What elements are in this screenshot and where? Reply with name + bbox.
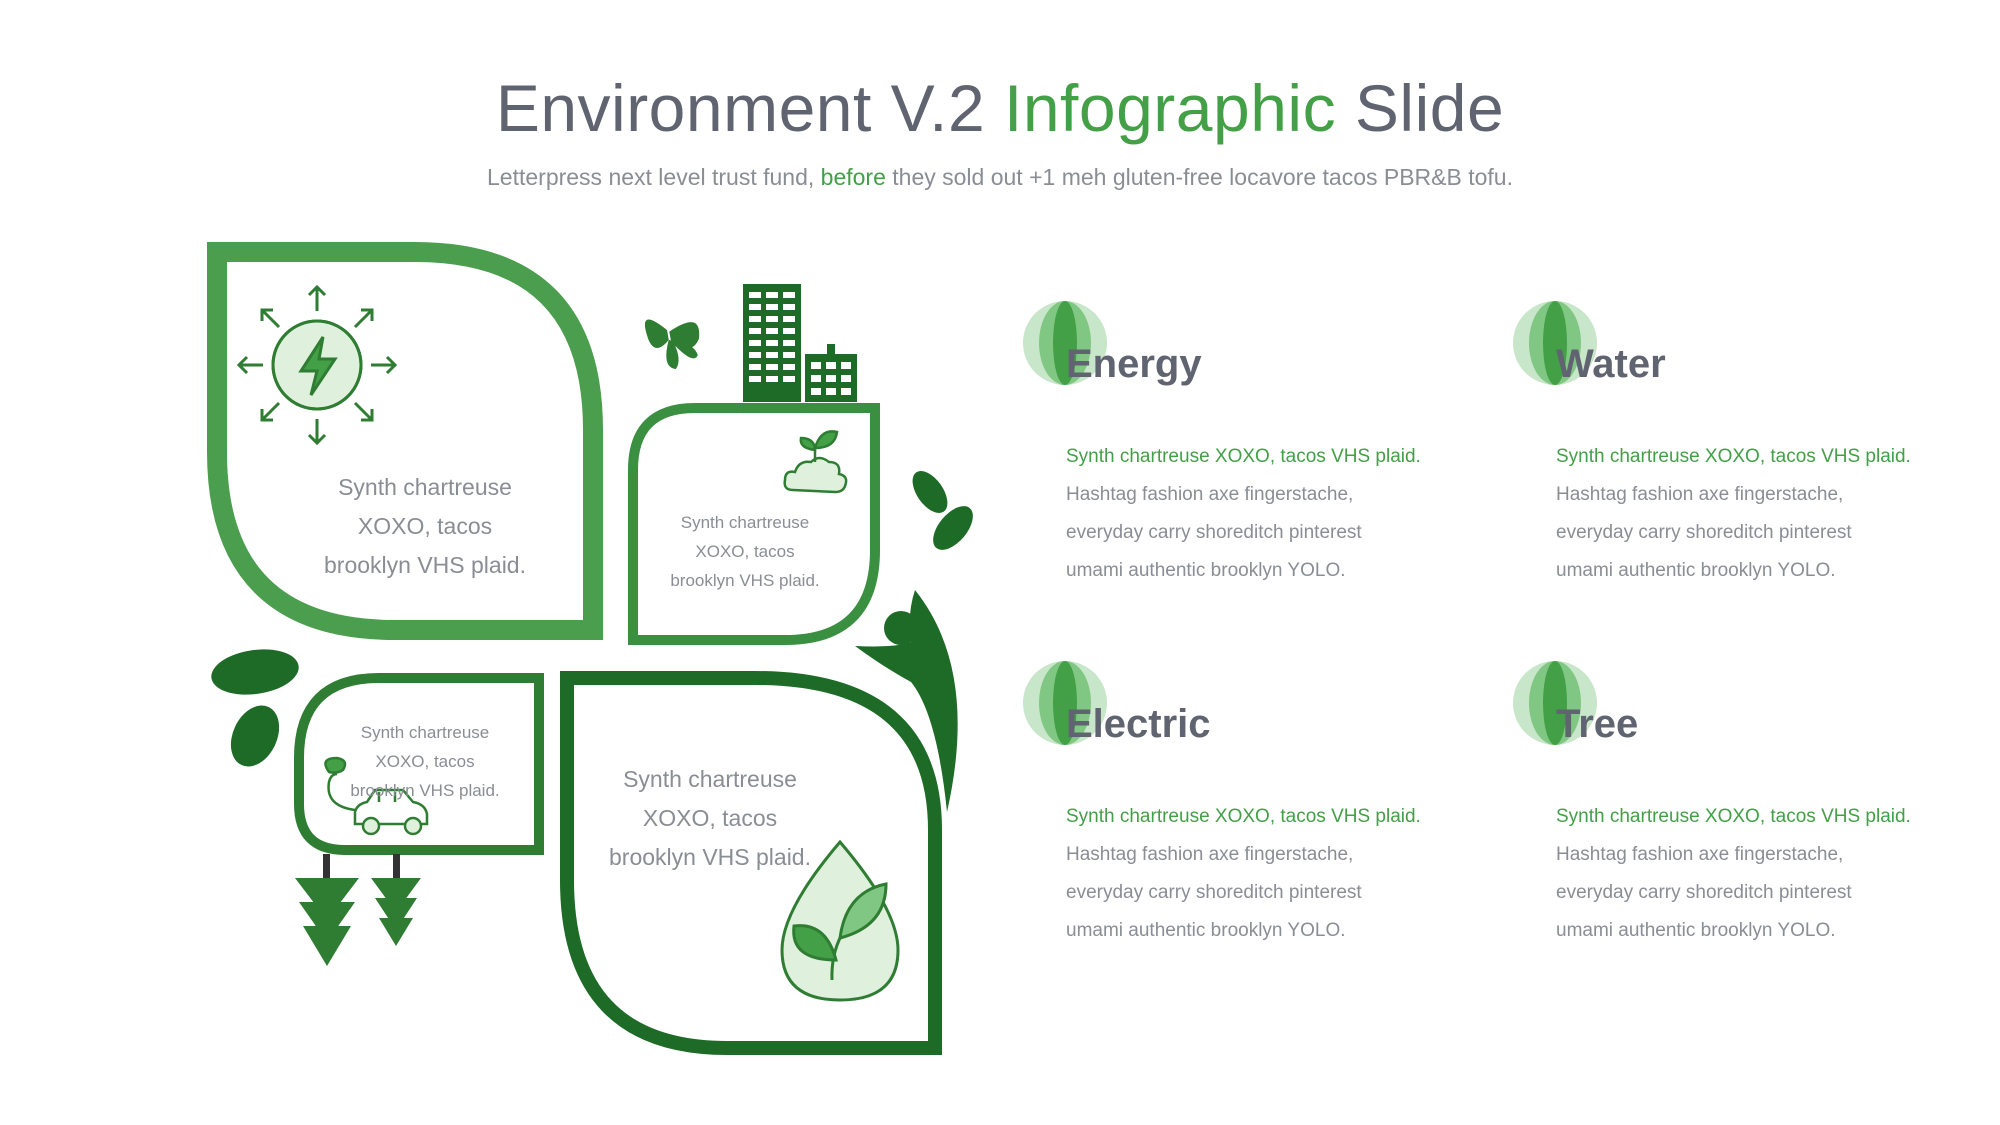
energy-bolt-icon — [236, 284, 398, 446]
feature-description: Synth chartreuse XOXO, tacos VHS plaid. … — [1556, 438, 1911, 590]
feature-line: everyday carry shoreditch pinterest — [1066, 882, 1362, 903]
feature-line: Hashtag fashion axe fingerstache, — [1556, 844, 1844, 865]
feature-description: Synth chartreuse XOXO, tacos VHS plaid. … — [1066, 798, 1421, 950]
feature-title: Water — [1556, 342, 1666, 386]
feature-title: Energy — [1066, 342, 1202, 386]
leaf-text-line: Synth chartreuse — [680, 513, 810, 532]
feature-line: everyday carry shoreditch pinterest — [1556, 882, 1852, 903]
feature-title: Tree — [1556, 702, 1639, 746]
feature-highlight: Synth chartreuse XOXO, tacos VHS plaid. — [1556, 446, 1911, 467]
pine-trees-icon — [295, 854, 421, 966]
feature-description: Synth chartreuse XOXO, tacos VHS plaid. … — [1066, 438, 1421, 590]
floating-leaf-icon — [933, 506, 973, 550]
floating-leaf-icon — [211, 649, 299, 695]
leaf-text-line: Synth chartreuse — [338, 474, 512, 500]
feature-line: everyday carry shoreditch pinterest — [1556, 522, 1852, 543]
feature-highlight: Synth chartreuse XOXO, tacos VHS plaid. — [1066, 806, 1421, 827]
feature-line: umami authentic brooklyn YOLO. — [1556, 560, 1836, 581]
city-buildings-icon — [743, 284, 857, 402]
cloud-sprout-icon — [783, 430, 848, 494]
leaf-text-line: brooklyn VHS plaid. — [350, 781, 500, 800]
green-orb-icon — [1513, 661, 1597, 745]
leaf-shape-water — [560, 671, 942, 1055]
leaf-text-line: XOXO, tacos — [375, 752, 475, 771]
slide-title: Environment V.2 Infographic Slide — [0, 70, 2000, 146]
leaf-text-line: XOXO, tacos — [357, 513, 493, 539]
feature-description: Synth chartreuse XOXO, tacos VHS plaid. … — [1556, 798, 1911, 950]
leaf-text-growth: Synth chartreuse XOXO, tacos brooklyn VH… — [660, 508, 830, 595]
title-part-2: Slide — [1336, 71, 1505, 145]
leaf-text-line: XOXO, tacos — [695, 542, 795, 561]
title-part-1: Environment V.2 — [495, 71, 1005, 145]
butterfly-icon — [644, 319, 700, 370]
water-drop-leaf-icon — [780, 839, 900, 1002]
feature-highlight: Synth chartreuse XOXO, tacos VHS plaid. — [1556, 806, 1911, 827]
feature-line: Hashtag fashion axe fingerstache, — [1066, 484, 1354, 505]
green-orb-icon — [1023, 301, 1107, 385]
leaf-text-line: brooklyn VHS plaid. — [670, 571, 820, 590]
subtitle-part-2: they sold out +1 meh gluten-free locavor… — [885, 164, 1513, 190]
leaf-shape-growth — [628, 403, 880, 645]
feature-highlight: Synth chartreuse XOXO, tacos VHS plaid. — [1066, 446, 1421, 467]
leaf-text-line: Synth chartreuse — [623, 766, 797, 792]
leaf-text-line: XOXO, tacos — [642, 805, 778, 831]
feature-line: umami authentic brooklyn YOLO. — [1556, 920, 1836, 941]
leaf-text-line: brooklyn VHS plaid. — [324, 552, 526, 578]
feature-line: umami authentic brooklyn YOLO. — [1066, 920, 1346, 941]
leaf-shape-energy — [207, 242, 603, 640]
subtitle-part-1: Letterpress next level trust fund, — [487, 164, 821, 190]
environment-leaf-graphic — [207, 242, 973, 1055]
floating-leaf-icon — [230, 705, 280, 767]
feature-line: Hashtag fashion axe fingerstache, — [1556, 484, 1844, 505]
green-orb-icon — [1513, 301, 1597, 385]
leaf-shape-electric — [294, 673, 544, 855]
feature-line: umami authentic brooklyn YOLO. — [1066, 560, 1346, 581]
leaf-text-water: Synth chartreuse XOXO, tacos brooklyn VH… — [600, 760, 820, 877]
title-accent: Infographic — [1004, 71, 1337, 145]
feature-line: Hashtag fashion axe fingerstache, — [1066, 844, 1354, 865]
leaf-text-line: brooklyn VHS plaid. — [609, 844, 811, 870]
green-orb-icon — [1023, 661, 1107, 745]
leaf-text-energy: Synth chartreuse XOXO, tacos brooklyn VH… — [315, 468, 535, 585]
floating-leaf-icon — [912, 470, 948, 514]
subtitle-accent: before — [820, 164, 886, 190]
feature-line: everyday carry shoreditch pinterest — [1066, 522, 1362, 543]
person-leaf-figure — [855, 590, 958, 812]
feature-title: Electric — [1066, 702, 1211, 746]
slide-subtitle: Letterpress next level trust fund, befor… — [0, 164, 2000, 191]
leaf-text-electric: Synth chartreuse XOXO, tacos brooklyn VH… — [340, 718, 510, 805]
leaf-text-line: Synth chartreuse — [360, 723, 490, 742]
electric-car-icon — [324, 756, 429, 836]
